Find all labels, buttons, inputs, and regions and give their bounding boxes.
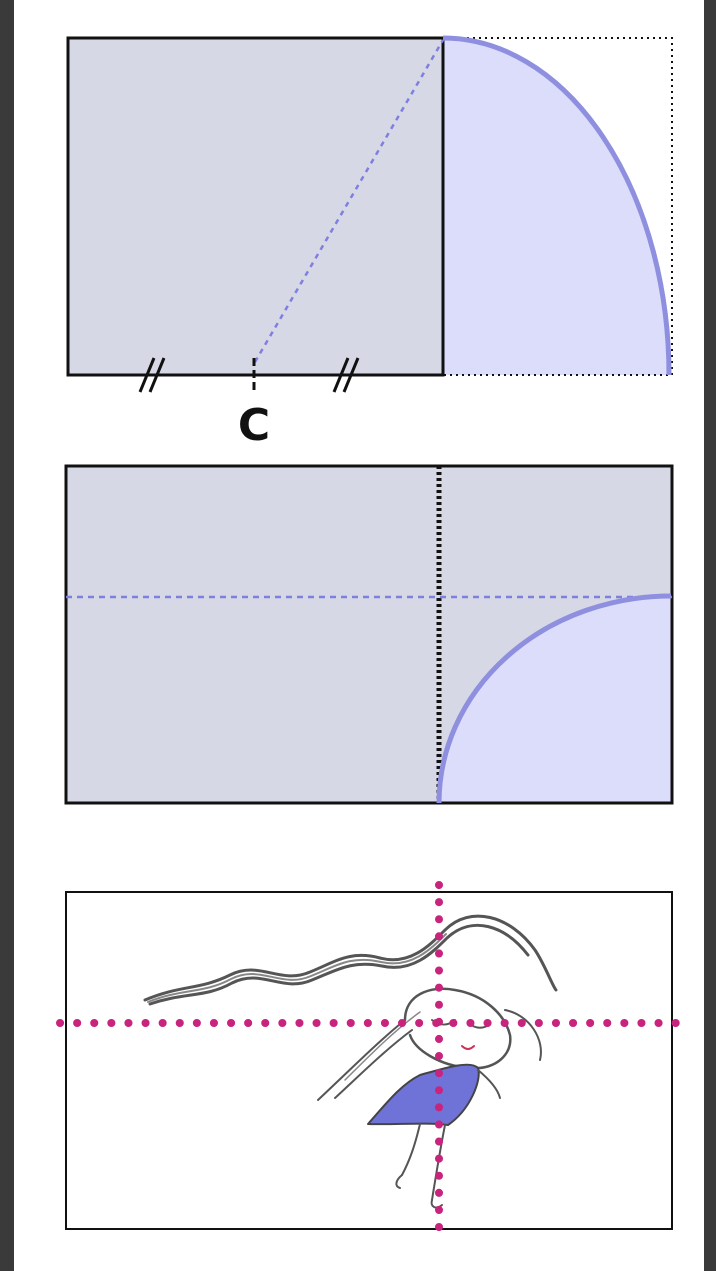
square xyxy=(66,36,445,377)
radius-line xyxy=(253,39,445,363)
equal-length-mark-left xyxy=(138,357,166,393)
lower-extension-region xyxy=(439,596,671,803)
composition-frame xyxy=(65,891,673,1230)
point-label-c: C xyxy=(238,400,270,451)
extended-rectangle-outline xyxy=(443,37,673,376)
panel-square-construction: C xyxy=(66,35,673,451)
golden-rectangle-outline xyxy=(64,464,674,805)
arc-extension-region xyxy=(443,38,669,375)
panel-composition-example xyxy=(56,881,680,1240)
quarter-arc xyxy=(436,593,672,804)
panel-golden-rectangle xyxy=(64,464,674,805)
construction-arc xyxy=(442,35,672,376)
equal-length-mark-right xyxy=(332,357,360,393)
